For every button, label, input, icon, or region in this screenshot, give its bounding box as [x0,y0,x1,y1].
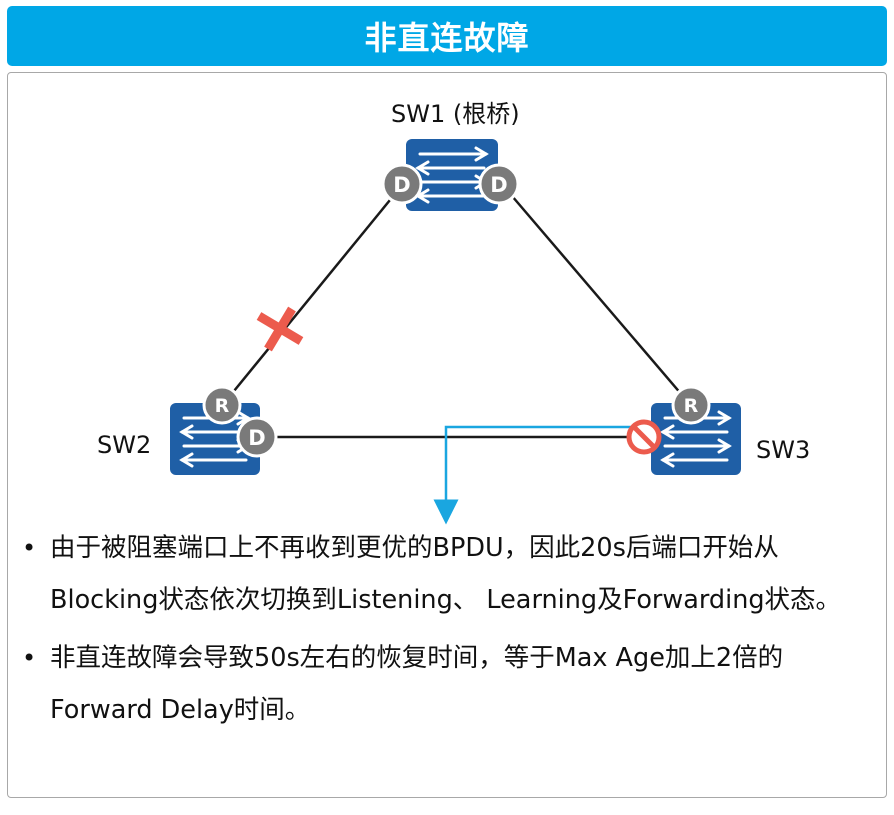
port-sw2-designated: D [236,416,278,458]
link-sw1-sw2 [224,199,391,403]
explanation-list: • 由于被阻塞端口上不再收到更优的BPDU，因此20s后端口开始从Blockin… [22,522,880,742]
title-bar: 非直连故障 [7,6,887,66]
link-failure-x-icon [256,306,304,352]
bpdu-path-arrow [433,425,646,525]
sw3-label: SW3 [756,436,811,464]
port-label: D [490,173,507,197]
port-sw1-left-designated: D [381,163,423,205]
list-item: • 非直连故障会导致50s左右的恢复时间，等于Max Age加上2倍的Forwa… [22,632,880,736]
port-label: R [684,395,699,417]
sw2-label: SW2 [97,431,152,459]
blocked-port-icon [626,419,662,455]
port-label: D [248,426,265,450]
port-sw3-root: R [671,385,711,425]
bullet-icon: • [22,534,37,562]
link-sw1-sw3 [511,195,689,403]
switch-sw1-icon [406,139,498,211]
port-sw2-root: R [202,385,242,425]
sw1-label: SW1 (根桥) [391,100,520,128]
page-title: 非直连故障 [364,19,530,57]
port-label: D [393,173,410,197]
bullet-text: 非直连故障会导致50s左右的恢复时间，等于Max Age加上2倍的Forward… [50,643,784,725]
port-label: R [215,395,230,417]
port-sw1-right-designated: D [478,163,520,205]
bullet-icon: • [22,644,37,672]
bullet-text: 由于被阻塞端口上不再收到更优的BPDU，因此20s后端口开始从Blocking状… [50,533,842,615]
switch-sw2-icon [170,403,260,475]
list-item: • 由于被阻塞端口上不再收到更优的BPDU，因此20s后端口开始从Blockin… [22,522,880,626]
